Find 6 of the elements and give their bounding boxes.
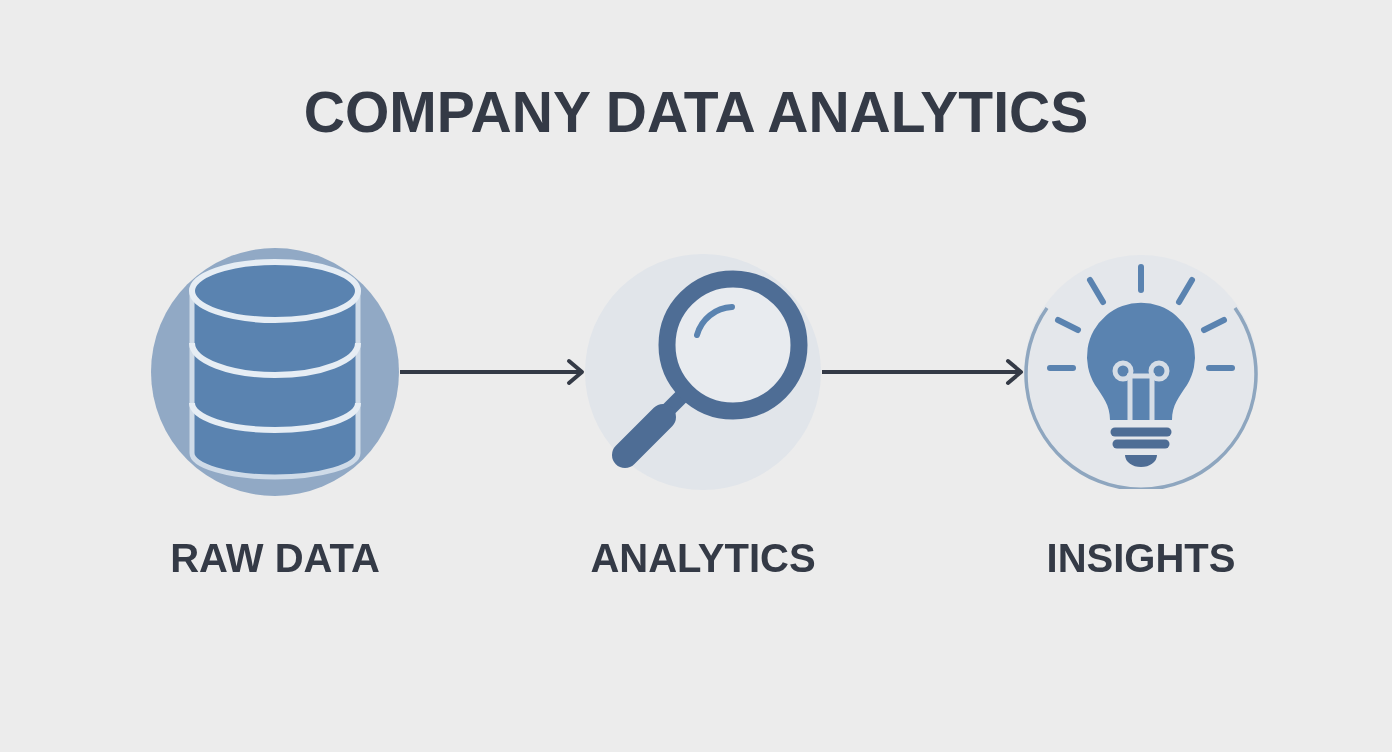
step-label: RAW DATA	[170, 535, 380, 582]
title: COMPANY DATA ANALYTICS	[302, 80, 1090, 144]
step-label: ANALYTICS	[590, 535, 816, 582]
arrow	[400, 359, 584, 385]
arrow	[822, 359, 1023, 385]
step-label: INSIGHTS	[1046, 535, 1236, 582]
